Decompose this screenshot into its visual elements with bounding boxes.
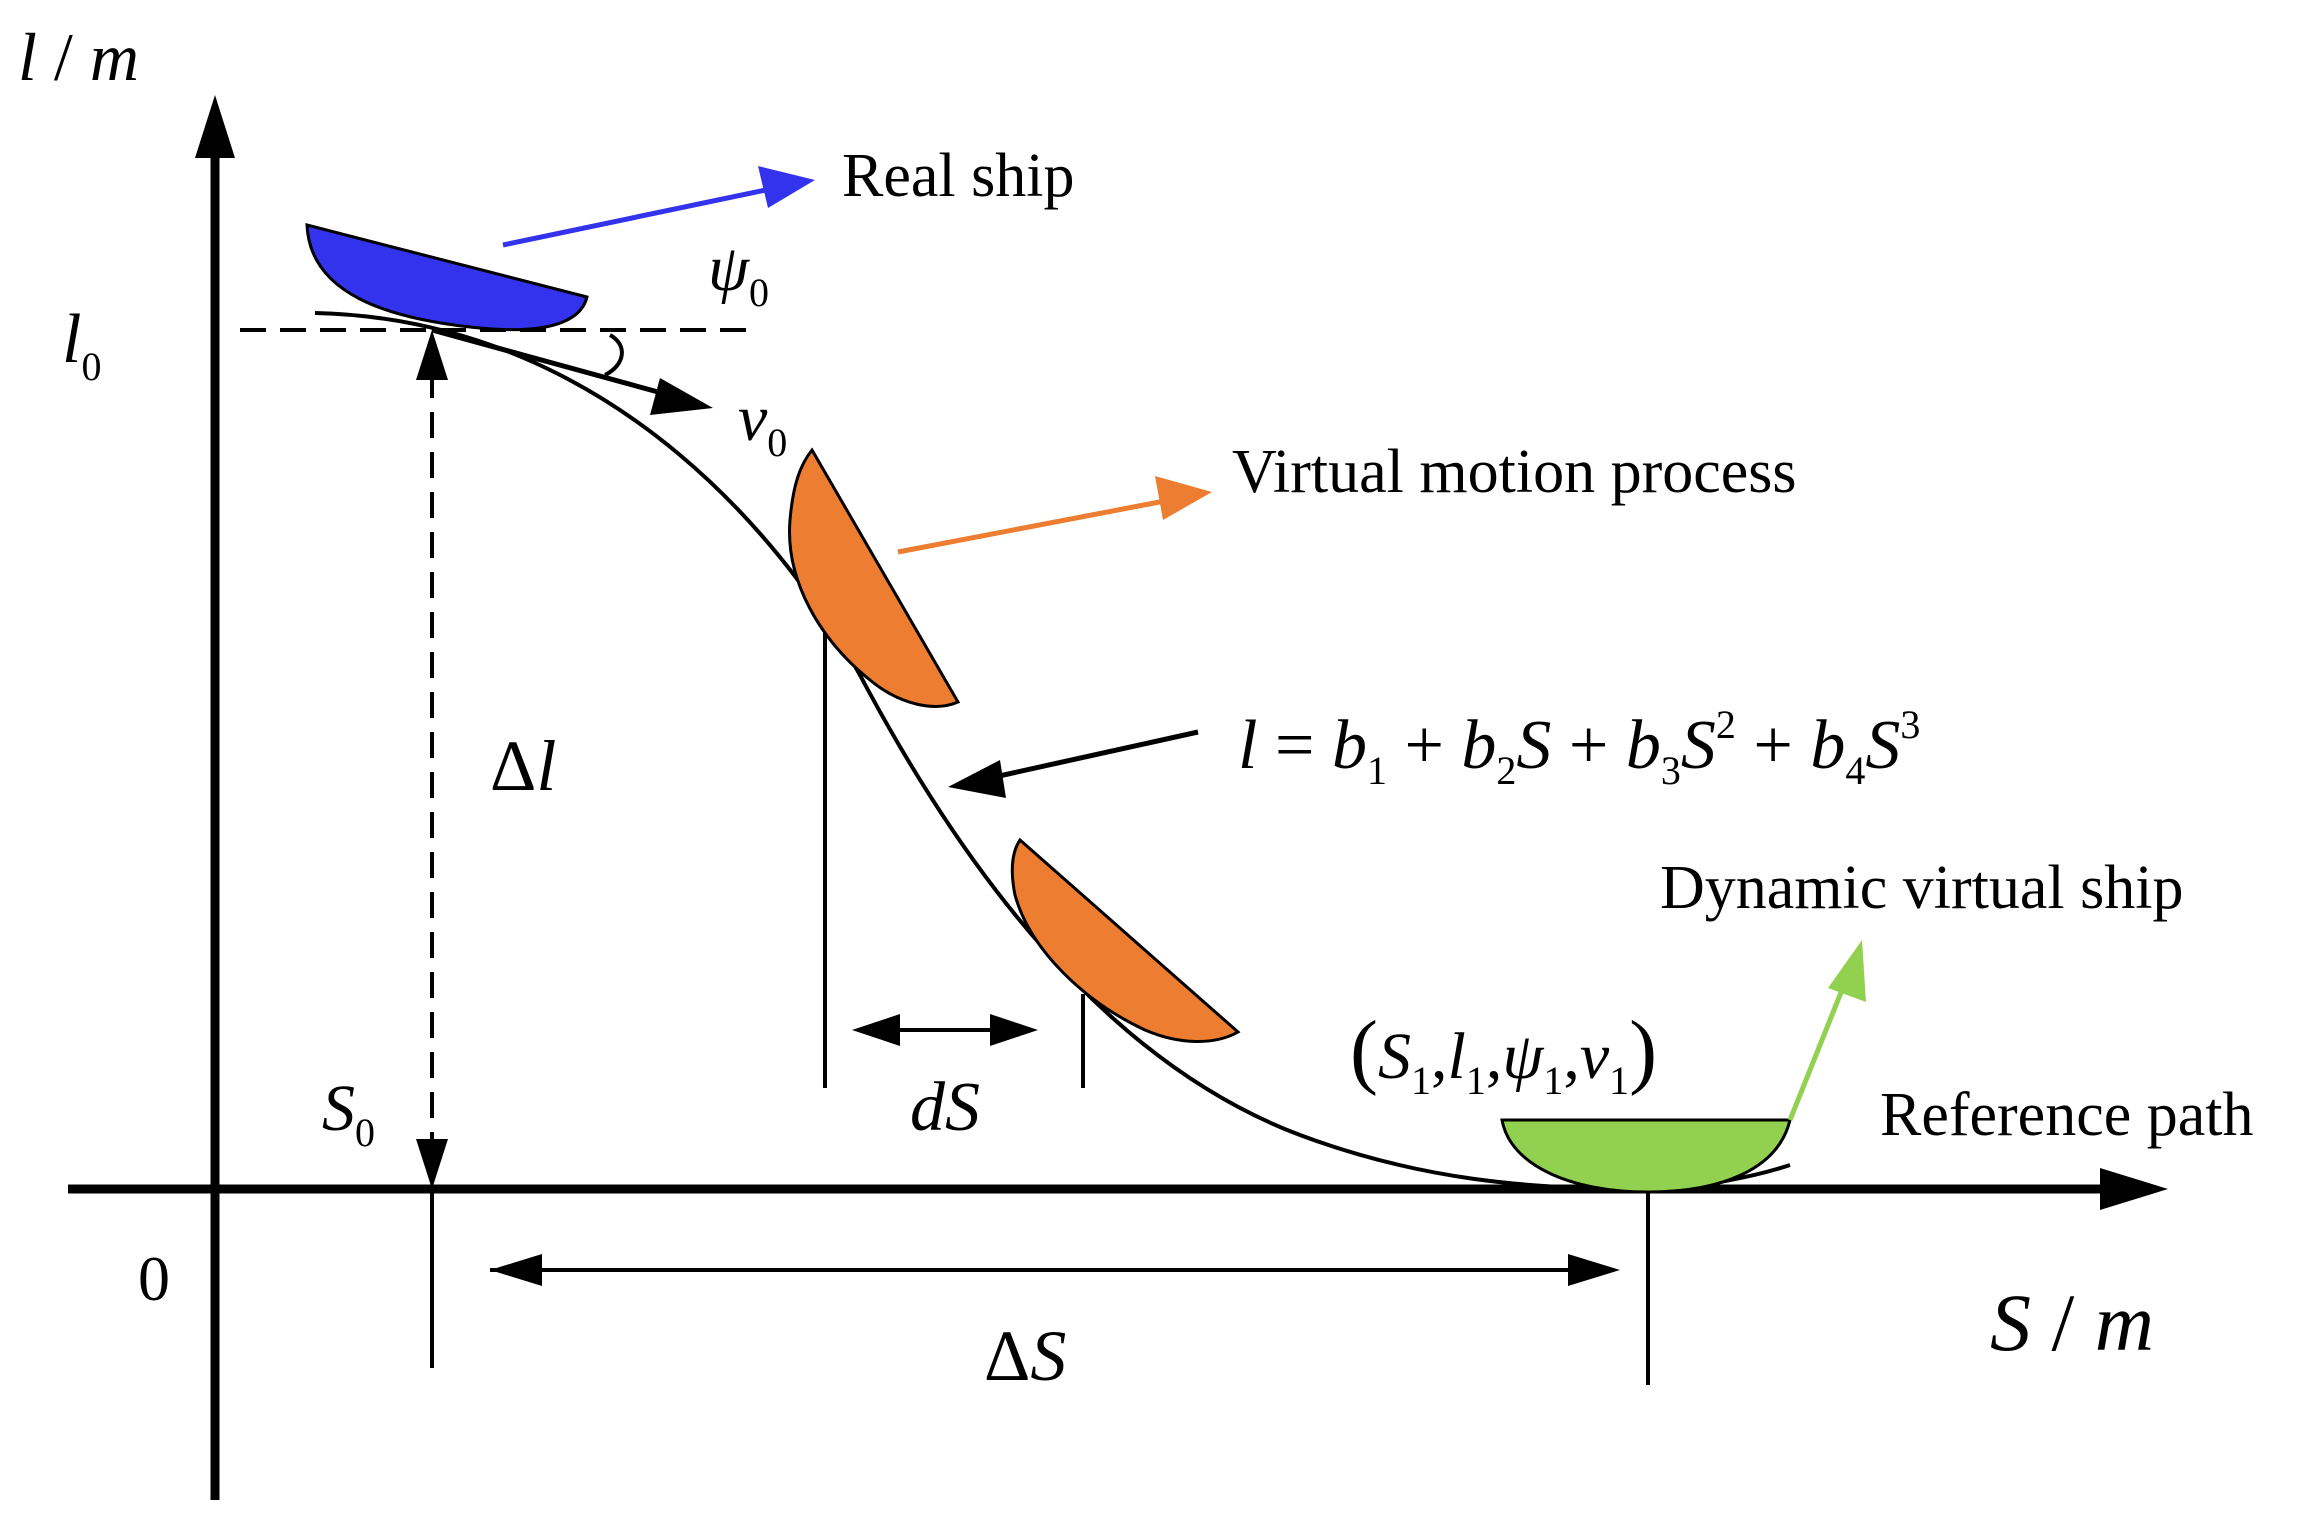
psi0-label: ψ0 [708,232,769,315]
reference-path-label: Reference path [1880,1081,2253,1149]
equation-pointer-arrowhead [948,760,1006,798]
virtual-ship-2-hull [1010,837,1241,1043]
real-ship-callout-arrowhead [758,166,815,208]
ds-right-arrowhead [990,1014,1038,1046]
virtual-motion-label: Virtual motion process [1232,438,1797,506]
v0-label: v0 [738,382,787,465]
x-axis-arrowhead [2100,1168,2168,1210]
virtual-ship-1-hull [788,447,961,708]
virtual-motion-callout-arrow [897,497,1171,555]
dynamic-ship-state-label: (S1,l1,ψ1,v1) [1350,1004,1657,1103]
dynamic-virtual-ship-hull [1500,1118,1792,1194]
delta-l-top-arrowhead [416,330,448,380]
dynamic-ship-callout-arrowhead [1828,940,1866,1002]
delta-l-bottom-arrowhead [416,1139,448,1189]
v0-velocity-arrow [431,327,681,401]
origin-label: 0 [138,1243,170,1314]
delta-s-right-arrowhead [1568,1254,1620,1286]
equation-pointer-arrow [989,729,1199,781]
ds-left-arrowhead [852,1014,900,1046]
dynamic-ship-callout-arrow [1787,979,1849,1121]
y-axis-arrowhead [195,95,235,158]
real-ship-label: Real ship [842,142,1074,210]
real-ship-callout-arrow [502,184,781,248]
delta-l-label: Δl [490,726,556,806]
psi0-angle-arc [603,333,624,377]
real-ship-hull [305,223,589,332]
x-axis-label: S / m [1990,1277,2154,1368]
delta-s-label: ΔS [984,1316,1066,1396]
virtual-motion-callout-arrowhead [1155,476,1212,520]
reference-path-equation: l = b1 + b2S + b3S2 + b4S3 [1238,702,1920,793]
s0-label: S0 [322,1072,375,1155]
y-axis-label: l / m [18,19,139,95]
l0-label: l0 [62,301,101,389]
v0-velocity-arrowhead [650,378,713,415]
ds-label: dS [910,1069,980,1146]
delta-s-left-arrowhead [490,1254,542,1286]
dynamic-virtual-ship-label: Dynamic virtual ship [1660,854,2183,922]
